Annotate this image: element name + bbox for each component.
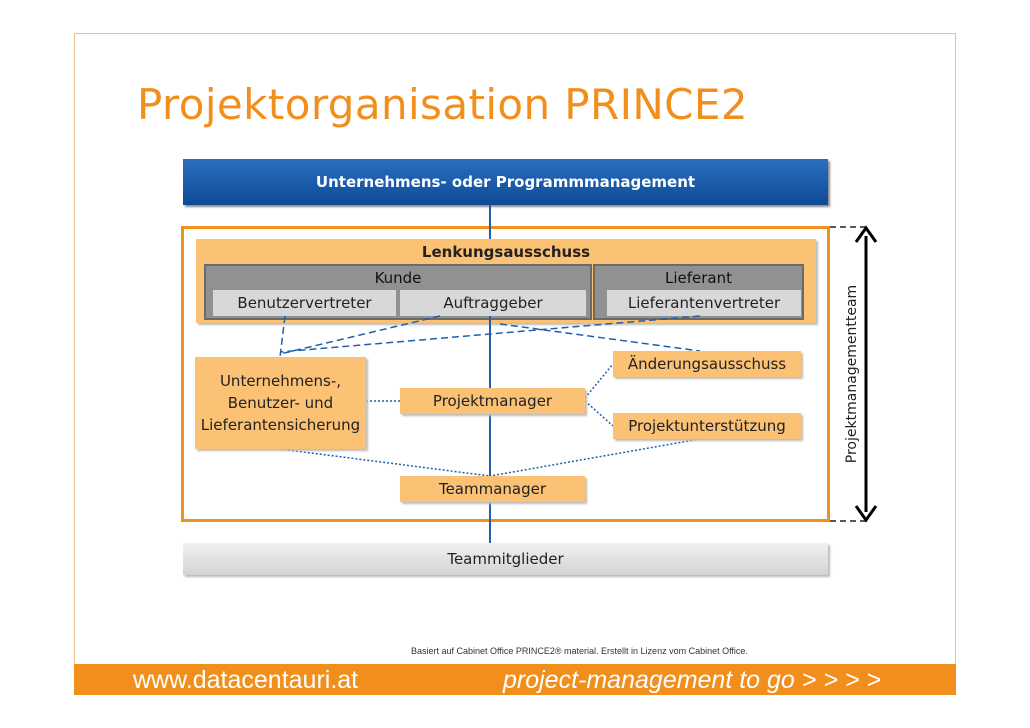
support-to-team-line [489,438,701,477]
pm-team-side-label: Projektmanagementteam [844,284,860,464]
slide-title: Projektorganisation PRINCE2 [137,80,748,129]
assurance-box: Unternehmens-, Benutzer- und Lieferanten… [195,357,366,449]
footnote: Basiert auf Cabinet Office PRINCE2® mate… [411,646,748,656]
pm-team-arrow-head-down [854,505,878,523]
project-manager-box: Projektmanager [400,388,585,414]
slogan-arrows: > > > > [801,666,882,694]
customer-label: Kunde [374,269,422,287]
team-members-box: Teammitglieder [183,543,828,575]
supplier-label: Lieferant [664,269,732,287]
pm-team-arrow-head-up [854,225,878,243]
pm-to-support-line [584,400,614,427]
footer-slogan: project-management to go > > > > [503,666,881,695]
assurance-to-team-line [279,448,491,477]
user-representative-box: Benutzervertreter [213,290,396,316]
footer-bar [74,664,956,695]
executive-box: Auftraggeber [400,290,586,316]
change-authority-box: Änderungsausschuss [613,351,801,377]
supplier-representative-box: Lieferantenvertreter [607,290,801,316]
project-support-box: Projektunterstützung [613,413,801,439]
change-authority-line [499,323,701,352]
project-management-team-frame [181,226,830,522]
assurance-line-executive [279,315,441,355]
assurance-line-supplier [279,315,701,353]
steering-committee-label: Lenkungsausschuss [421,243,591,261]
assurance-line-user [279,315,286,358]
corporate-management-box: Unternehmens- oder Programmmanagement [183,159,828,205]
pm-to-change-line [584,363,614,399]
team-manager-box: Teammanager [400,476,585,502]
website-link[interactable]: www.datacentauri.at [133,666,359,694]
slogan-text: project-management to go [503,666,795,694]
